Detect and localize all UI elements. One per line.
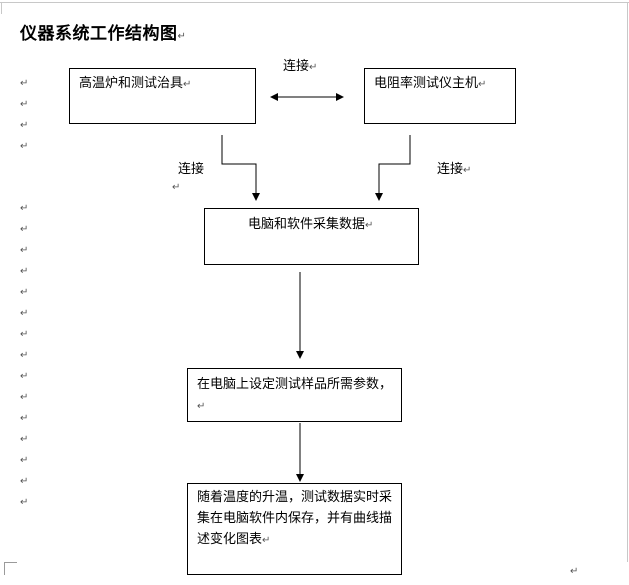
diagram-title-text: 仪器系统工作结构图	[20, 24, 178, 44]
connect-label-top: 连接↵	[283, 55, 317, 74]
connect-label-right: 连接↵	[437, 158, 471, 177]
paragraph-mark: ↵	[20, 224, 29, 235]
paragraph-mark: ↵	[177, 31, 187, 42]
page-border-right	[627, 2, 628, 562]
paragraph-mark: ↵	[20, 350, 29, 361]
paragraph-mark: ↵	[20, 329, 29, 340]
box-computer-software: 电脑和软件采集数据↵	[204, 208, 419, 265]
paragraph-mark: ↵	[20, 455, 29, 466]
paragraph-mark: ↵	[20, 434, 29, 445]
paragraph-mark: ↵	[20, 308, 29, 319]
page-corner-mark	[4, 562, 17, 575]
paragraph-mark: ↵	[20, 371, 29, 382]
paragraph-mark: ↵	[20, 287, 29, 298]
paragraph-mark-end: ↵	[570, 566, 579, 577]
paragraph-mark: ↵	[20, 120, 29, 131]
paragraph-mark: ↵	[20, 476, 29, 487]
paragraph-mark: ↵	[309, 62, 318, 73]
paragraph-mark: ↵	[20, 78, 29, 89]
box-computer-software-text: 电脑和软件采集数据	[248, 217, 366, 232]
connect-label-left: 连接	[178, 158, 204, 177]
box-furnace-fixture-text: 高温炉和测试治具	[79, 76, 184, 91]
paragraph-mark: ↵	[172, 182, 181, 193]
elbow-arrow-left	[221, 135, 260, 201]
elbow-arrow-right	[375, 135, 411, 201]
box-resistivity-host-text: 电阻率测试仪主机	[374, 76, 479, 91]
paragraph-mark: ↵	[20, 392, 29, 403]
paragraph-mark: ↵	[262, 535, 271, 546]
paragraph-mark: ↵	[365, 220, 374, 231]
paragraph-mark: ↵	[20, 413, 29, 424]
connect-label-text: 连接	[178, 162, 205, 177]
paragraph-mark: ↵	[478, 79, 487, 90]
paragraph-mark: ↵	[463, 165, 472, 176]
page-border-left	[1, 2, 2, 14]
box-realtime-record-text: 随着温度的升温，测试数据实时采集在电脑软件内保存，并有曲线描述变化图表	[197, 490, 393, 547]
box-resistivity-host: 电阻率测试仪主机↵	[364, 68, 516, 124]
box-furnace-fixture: 高温炉和测试治具↵	[69, 68, 256, 124]
paragraph-mark: ↵	[20, 245, 29, 256]
box-realtime-record: 随着温度的升温，测试数据实时采集在电脑软件内保存，并有曲线描述变化图表↵	[187, 483, 402, 575]
connect-label-text: 连接	[283, 59, 310, 74]
paragraph-mark: ↵	[197, 401, 206, 412]
connect-label-text: 连接	[437, 162, 464, 177]
paragraph-mark: ↵	[20, 266, 29, 277]
paragraph-mark: ↵	[183, 79, 192, 90]
diagram-title: 仪器系统工作结构图↵	[20, 19, 186, 44]
paragraph-mark: ↵	[20, 497, 29, 508]
page-border-top	[0, 2, 629, 3]
paragraph-mark: ↵	[20, 203, 29, 214]
box-set-parameters-text: 在电脑上设定测试样品所需参数，	[197, 377, 393, 392]
paragraph-mark: ↵	[20, 99, 29, 110]
paragraph-mark: ↵	[20, 141, 29, 152]
box-set-parameters: 在电脑上设定测试样品所需参数， ↵	[187, 368, 402, 422]
